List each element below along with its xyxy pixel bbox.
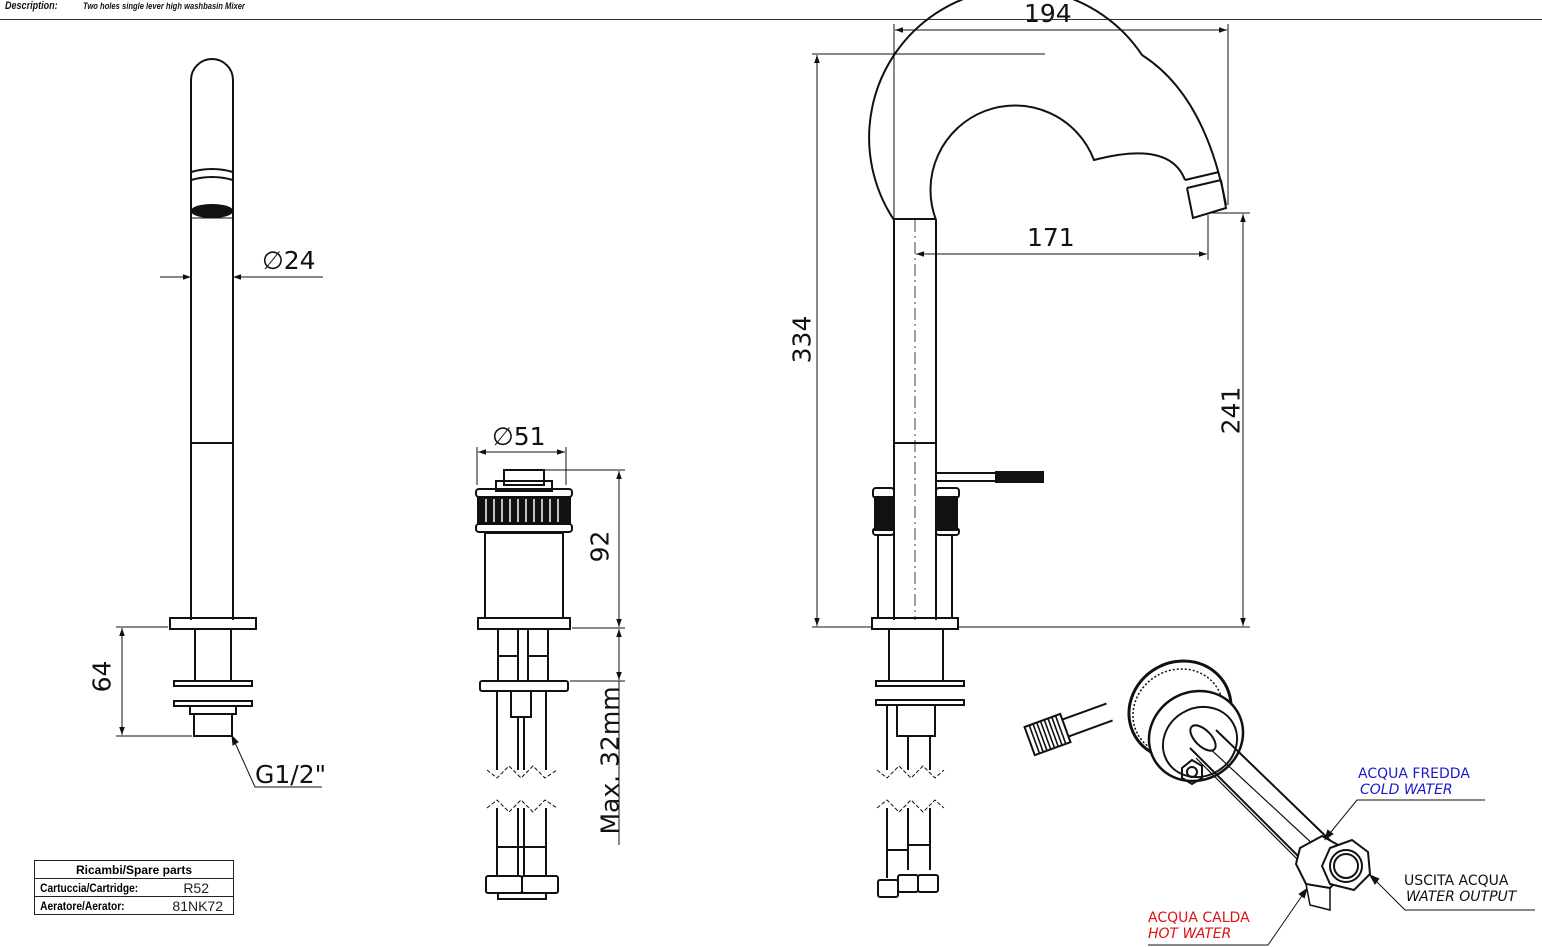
dim-overall-width-194: 194 xyxy=(1024,0,1072,28)
spare-part-value: 81NK72 xyxy=(172,897,223,914)
spare-part-value: R52 xyxy=(183,879,209,896)
dim-base-height-64: 64 xyxy=(87,660,117,693)
dim-spout-height-241: 241 xyxy=(1216,386,1246,435)
callout-hot-en: HOT WATER xyxy=(1148,926,1232,942)
spare-parts-title: Ricambi/Spare parts xyxy=(35,861,233,879)
spare-part-key: Cartuccia/Cartridge: xyxy=(40,880,139,895)
callout-hot-it: ACQUA CALDA xyxy=(1148,910,1250,926)
callout-cold-it: ACQUA FREDDA xyxy=(1358,766,1470,782)
dim-diameter-51: ∅51 xyxy=(492,422,546,451)
callout-cold-en: COLD WATER xyxy=(1360,782,1453,798)
dim-body-height-92: 92 xyxy=(585,530,615,563)
callout-water-output: USCITA ACQUA WATER OUTPUT xyxy=(1404,873,1516,905)
description-value: Two holes single lever high washbasin Mi… xyxy=(83,1,245,12)
dim-thread-g12: G1/2" xyxy=(255,760,327,789)
callout-cold-water: ACQUA FREDDA COLD WATER xyxy=(1358,766,1470,798)
dim-overall-height-334: 334 xyxy=(787,315,817,364)
spare-parts-row: Cartuccia/Cartridge: R52 xyxy=(35,879,233,897)
spare-parts-table: Ricambi/Spare parts Cartuccia/Cartridge:… xyxy=(34,860,234,915)
callout-output-en: WATER OUTPUT xyxy=(1406,889,1517,905)
callout-hot-water: ACQUA CALDA HOT WATER xyxy=(1148,910,1250,942)
callout-output-it: USCITA ACQUA xyxy=(1404,873,1509,889)
dim-spout-reach-171: 171 xyxy=(1027,223,1075,252)
description-label: Description: xyxy=(5,0,58,12)
side-view xyxy=(116,58,323,788)
dim-diameter-24: ∅24 xyxy=(262,246,316,275)
body-view xyxy=(475,447,625,900)
spare-part-key: Aeratore/Aerator: xyxy=(40,898,125,913)
isometric-view xyxy=(1023,659,1535,946)
dim-max-thickness: Max. 32mm xyxy=(595,686,625,835)
spare-parts-row: Aeratore/Aerator: 81NK72 xyxy=(35,897,233,914)
front-view xyxy=(812,0,1250,898)
description-header: Description: Two holes single lever high… xyxy=(0,0,1542,20)
